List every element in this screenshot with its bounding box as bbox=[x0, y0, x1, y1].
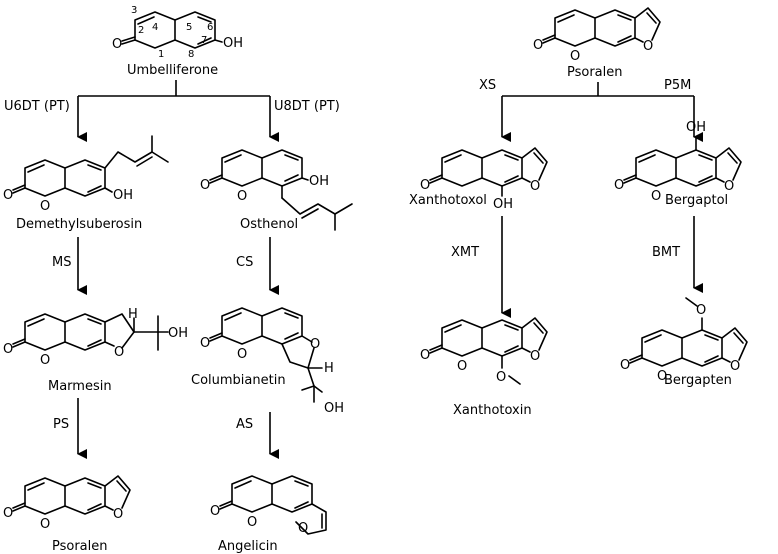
furan-o-label: O bbox=[530, 179, 540, 194]
enzyme-label-as: AS bbox=[236, 417, 253, 432]
enzyme-label-xs: XS bbox=[479, 78, 496, 93]
enzyme-label-cs: CS bbox=[236, 255, 253, 270]
xanthotoxol-structure: O O OH bbox=[420, 147, 548, 212]
enzyme-label-ps: PS bbox=[53, 417, 69, 432]
methoxy-o-label: O bbox=[696, 303, 706, 318]
compound-label-marmesin: Marmesin bbox=[48, 379, 112, 394]
ring-number: 3 bbox=[131, 5, 137, 16]
psoralen-right-structure: O O O bbox=[533, 7, 661, 64]
columbianetin-structure: O O O H OH bbox=[200, 307, 344, 416]
hydroxyl-label: OH bbox=[113, 188, 133, 203]
carbonyl-o-label: O bbox=[420, 348, 430, 363]
methoxy-o-label: O bbox=[496, 370, 506, 385]
hydroxyl-label: OH bbox=[493, 197, 513, 212]
enzyme-label-u6dt: U6DT (PT) bbox=[4, 99, 70, 114]
hydroxyl-label: OH bbox=[168, 326, 188, 341]
umbelliferone-structure: O OH 3 2 4 5 6 7 8 1 bbox=[112, 5, 243, 60]
furan-o-label: O bbox=[724, 179, 734, 194]
furan-o-label: O bbox=[730, 359, 740, 374]
stereo-h-label: H bbox=[128, 307, 138, 322]
carbonyl-o-label: O bbox=[620, 358, 630, 373]
ring-number: 4 bbox=[152, 22, 158, 33]
compound-label-demethylsuberosin: Demethylsuberosin bbox=[16, 217, 142, 232]
osthenol-structure: O O OH bbox=[200, 149, 353, 231]
compound-label-bergaptol: Bergaptol bbox=[665, 193, 728, 208]
enzyme-label-xmt: XMT bbox=[451, 245, 479, 260]
demethylsuberosin-structure: O O OH bbox=[3, 135, 169, 214]
compound-label-osthenol: Osthenol bbox=[240, 217, 298, 232]
ring-number: 1 bbox=[158, 49, 164, 60]
compound-label-bergapten: Bergapten bbox=[664, 373, 732, 388]
enzyme-label-bmt: BMT bbox=[652, 245, 680, 260]
bergaptol-structure: O O O OH bbox=[614, 120, 742, 204]
angelicin-structure: O O O bbox=[210, 475, 327, 536]
carbonyl-o-label: O bbox=[3, 342, 13, 357]
psoralen-left-structure: O O O bbox=[3, 475, 131, 532]
stereo-h-label: H bbox=[324, 361, 334, 376]
hydroxyl-label: OH bbox=[324, 401, 344, 416]
ring-o-label: O bbox=[40, 517, 50, 532]
carbonyl-o-label: O bbox=[3, 188, 13, 203]
compound-label-angelicin: Angelicin bbox=[218, 539, 278, 554]
hydroxyl-label: OH bbox=[223, 36, 243, 51]
compound-label-xanthotoxol: Xanthotoxol bbox=[409, 193, 487, 208]
ring-number: 2 bbox=[138, 25, 144, 36]
ring-number: 5 bbox=[186, 22, 192, 33]
xanthotoxin-structure: O O O O bbox=[420, 317, 548, 385]
carbonyl-o-label: O bbox=[533, 38, 543, 53]
ring-o-label: O bbox=[237, 189, 247, 204]
ring-number: 8 bbox=[188, 49, 194, 60]
carbonyl-o-label: O bbox=[210, 504, 220, 519]
furan-o-label: O bbox=[113, 507, 123, 522]
hydroxyl-label: OH bbox=[309, 174, 329, 189]
enzyme-label-p5m: P5M bbox=[664, 78, 691, 93]
compound-label-psoralen-right: Psoralen bbox=[567, 65, 623, 80]
enzyme-label-ms: MS bbox=[52, 255, 71, 270]
branch-arrows-left bbox=[77, 80, 279, 142]
compound-label-psoralen-left: Psoralen bbox=[52, 539, 108, 554]
ring-o-label: O bbox=[40, 353, 50, 368]
bergapten-structure: O O O O bbox=[620, 297, 748, 384]
furan-o-label: O bbox=[643, 39, 653, 54]
ring-o-label: O bbox=[457, 359, 467, 374]
ring-o-label: O bbox=[40, 199, 50, 214]
ring-o-label: O bbox=[657, 369, 667, 384]
marmesin-structure: O O O H OH bbox=[3, 307, 188, 368]
ring-number: 6 bbox=[207, 22, 213, 33]
compound-label-columbianetin: Columbianetin bbox=[191, 373, 286, 388]
ring-number: 7 bbox=[201, 35, 207, 46]
furan-o-label: O bbox=[530, 349, 540, 364]
furan-o-label: O bbox=[310, 337, 320, 352]
branch-arrows-right bbox=[501, 82, 703, 142]
ring-o-label: O bbox=[247, 515, 257, 530]
ring-o-label: O bbox=[651, 189, 661, 204]
carbonyl-o-label: O bbox=[112, 37, 122, 52]
ring-o-label: O bbox=[237, 347, 247, 362]
carbonyl-o-label: O bbox=[614, 178, 624, 193]
carbonyl-o-label: O bbox=[3, 506, 13, 521]
compound-label-xanthotoxin: Xanthotoxin bbox=[453, 403, 532, 418]
furan-o-label: O bbox=[114, 345, 124, 360]
enzyme-label-u8dt: U8DT (PT) bbox=[274, 99, 340, 114]
hydroxyl-label: OH bbox=[686, 120, 706, 135]
ring-o-label: O bbox=[570, 49, 580, 64]
carbonyl-o-label: O bbox=[200, 178, 210, 193]
carbonyl-o-label: O bbox=[200, 336, 210, 351]
compound-label-umbelliferone: Umbelliferone bbox=[127, 63, 218, 78]
carbonyl-o-label: O bbox=[420, 178, 430, 193]
furan-o-label: O bbox=[298, 521, 308, 536]
